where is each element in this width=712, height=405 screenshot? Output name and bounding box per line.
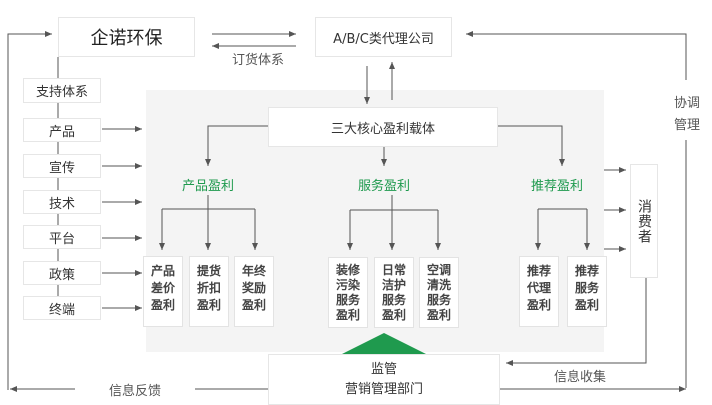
leaf-daily-care[interactable]: 日常 洁护 服务 盈利 [374, 257, 414, 328]
support-item-product[interactable]: 产品 [23, 118, 101, 142]
leaf-text: 盈利 [335, 308, 360, 322]
leaf-text: 日常 [381, 263, 406, 277]
leaf-text: 提货 [196, 264, 221, 278]
leaf-text: 奖励 [241, 281, 266, 295]
supervise-triangle [342, 333, 426, 354]
leaf-text: 盈利 [381, 308, 406, 322]
leaf-text: 装修 [335, 263, 360, 277]
support-item-platform[interactable]: 平台 [23, 225, 101, 249]
coordinate-management-label: 协调 管理 [672, 93, 702, 137]
leaf-text: 年终 [241, 264, 266, 278]
leaf-recommend-agent[interactable]: 推荐 代理 盈利 [519, 256, 559, 327]
leaf-text: 差价 [150, 281, 175, 295]
support-title: 支持体系 [35, 85, 88, 100]
support-item-label: 终端 [48, 302, 75, 318]
leaf-text: 洁护 [381, 278, 406, 292]
leaf-text: 服务 [381, 293, 406, 307]
category-service-profit: 服务盈利 [357, 179, 410, 194]
coordinate-loop-line [466, 31, 687, 80]
leaf-text: 盈利 [574, 298, 599, 312]
support-item-label: 宣传 [48, 160, 75, 176]
support-item-technology[interactable]: 技术 [23, 190, 101, 214]
core-title: 三大核心盈利载体 [330, 121, 435, 137]
leaf-text: 折扣 [196, 281, 221, 295]
consumer-label: 消费者 [636, 198, 652, 244]
leaf-text: 盈利 [241, 298, 266, 312]
info-collect-label: 信息收集 [553, 370, 606, 385]
info-collect-line [506, 278, 647, 366]
leaf-text: 盈利 [150, 298, 175, 312]
leaf-text: 盈利 [526, 298, 551, 312]
leaf-text: 产品 [150, 264, 175, 278]
leaf-ac-cleaning[interactable]: 空调 清洗 服务 盈利 [419, 257, 459, 328]
feedback-loop-line [7, 31, 52, 390]
leaf-pickup-discount[interactable]: 提货 折扣 盈利 [189, 256, 229, 327]
leaf-text: 空调 [426, 263, 451, 277]
leaf-product-margin[interactable]: 产品 差价 盈利 [143, 256, 183, 327]
category-recommend-profit: 推荐盈利 [530, 179, 583, 194]
leaf-text: 服务 [426, 293, 451, 307]
support-item-promotion[interactable]: 宣传 [23, 154, 101, 178]
coordinate-label-line: 协调 [673, 96, 700, 111]
company-name: 企诺环保 [90, 28, 163, 49]
dept-name: 营销管理部门 [344, 381, 423, 397]
support-title-box: 支持体系 [23, 78, 101, 103]
leaf-renovation-pollution[interactable]: 装修 污染 服务 盈利 [328, 257, 368, 328]
leaf-text: 污染 [335, 278, 360, 292]
support-item-label: 政策 [48, 267, 75, 283]
leaf-text: 代理 [526, 281, 551, 295]
leaf-text: 服务 [335, 293, 360, 307]
consumer-box[interactable]: 消费者 [630, 164, 658, 278]
leaf-text: 推荐 [574, 264, 599, 278]
leaf-recommend-service[interactable]: 推荐 服务 盈利 [567, 256, 607, 327]
leaf-year-end-bonus[interactable]: 年终 奖励 盈利 [234, 256, 274, 327]
agency-name: A/B/C类代理公司 [333, 31, 434, 47]
support-item-label: 技术 [48, 196, 75, 212]
leaf-text: 清洗 [426, 278, 451, 292]
leaf-text: 服务 [574, 281, 599, 295]
order-system-label: 订货体系 [231, 53, 284, 68]
leaf-text: 推荐 [526, 264, 551, 278]
leaf-text: 盈利 [426, 308, 451, 322]
coordinate-label-line: 管理 [673, 118, 700, 133]
company-box[interactable]: 企诺环保 [58, 17, 195, 57]
marketing-dept-box[interactable]: 监管 营销管理部门 [268, 354, 500, 405]
support-item-terminal[interactable]: 终端 [23, 296, 101, 320]
leaf-text: 盈利 [196, 298, 221, 312]
info-feedback-label: 信息反馈 [108, 384, 161, 399]
support-item-label: 平台 [48, 231, 75, 247]
support-item-label: 产品 [48, 124, 75, 140]
category-product-profit: 产品盈利 [181, 179, 234, 194]
supervise-label: 监管 [370, 361, 397, 377]
agency-box[interactable]: A/B/C类代理公司 [315, 17, 452, 57]
core-title-box[interactable]: 三大核心盈利载体 [268, 107, 498, 147]
support-item-policy[interactable]: 政策 [23, 261, 101, 285]
